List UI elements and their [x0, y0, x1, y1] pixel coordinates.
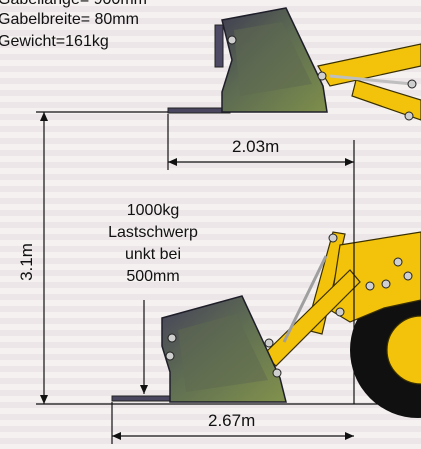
spec-weight: Gewicht=161kg: [0, 33, 109, 50]
load-center-weight: 1000kg: [126, 202, 180, 219]
upper-lift-arm-2: [351, 79, 421, 121]
upper-pin: [227, 35, 237, 45]
lower-pin: [264, 338, 274, 348]
upper-latch: [214, 24, 224, 68]
load-center-distance: 500mm: [126, 268, 180, 285]
upper-fork-tine: [167, 107, 231, 114]
lower-pin: [165, 351, 175, 361]
upper-hydraulic-rod: [329, 74, 413, 86]
load-center-line2: Lastschwerp: [108, 224, 198, 241]
spec-fork-width: Gabelbreite= 80mm: [0, 11, 139, 28]
lift-height-label: 3.1m: [16, 243, 36, 281]
upper-reach-label: 2.03m: [232, 137, 280, 156]
lower-pin: [393, 257, 403, 267]
upper-lift-arm: [317, 43, 421, 87]
upper-bucket-assembly: [167, 7, 421, 121]
lower-machine-assembly: [111, 231, 421, 418]
lower-pin: [328, 233, 338, 243]
lower-pin: [167, 333, 177, 343]
upper-bucket-inner: [234, 22, 312, 96]
lower-pin: [365, 281, 375, 291]
spec-fork-length: Gabellänge= 900mm: [0, 0, 147, 8]
lower-pin: [403, 271, 413, 281]
front-rim: [386, 315, 421, 385]
lower-pin: [335, 307, 345, 317]
dimension-lines: [36, 111, 421, 444]
lower-reach-label: 2.67m: [208, 411, 256, 430]
front-tire: [350, 282, 421, 418]
lower-pin: [381, 279, 391, 289]
load-center-line3: unkt bei: [124, 246, 182, 263]
upper-pin: [317, 71, 327, 81]
load-center-note: 1000kg Lastschwerp unkt bei 500mm: [100, 200, 206, 288]
upper-pin: [404, 111, 414, 121]
lower-pin: [272, 368, 282, 378]
lower-fork-tine: [111, 395, 179, 402]
lower-bucket-inner: [178, 314, 268, 392]
upper-pin: [407, 79, 417, 89]
lower-hydraulic-rod: [282, 255, 328, 343]
